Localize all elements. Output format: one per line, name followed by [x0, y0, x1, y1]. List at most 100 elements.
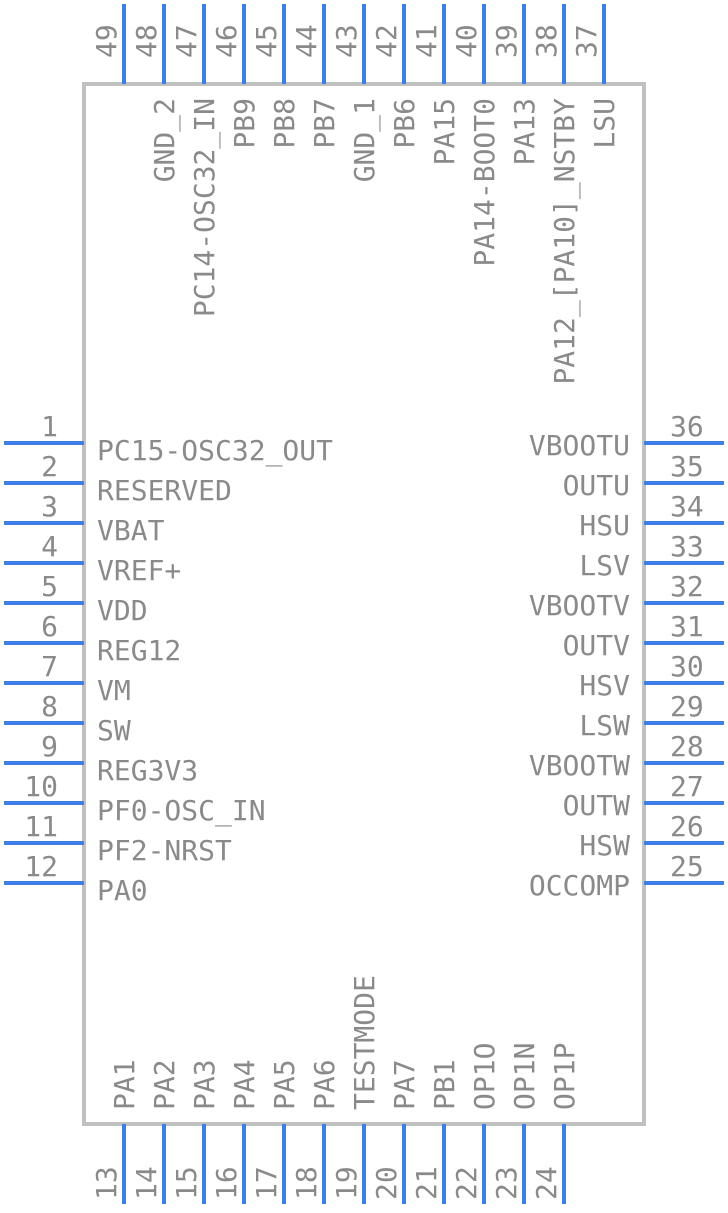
pin-name-25: OCCOMP: [529, 869, 630, 902]
pin-number-28: 28: [670, 730, 704, 763]
pin-name-17: PA5: [268, 1059, 301, 1110]
pin-name-48: GND_2: [148, 98, 182, 182]
pin-number-44: 44: [290, 24, 323, 58]
pin-name-33: LSV: [579, 549, 630, 582]
pin-name-40: PA14-BOOT0: [468, 98, 501, 267]
pin-number-40: 40: [450, 24, 483, 58]
pin-name-8: SW: [97, 714, 131, 747]
pin-number-10: 10: [24, 770, 58, 803]
pin-number-37: 37: [570, 24, 603, 58]
pin-name-29: LSW: [579, 709, 630, 742]
pin-number-31: 31: [670, 610, 704, 643]
pin-number-3: 3: [41, 490, 58, 523]
pin-number-42: 42: [370, 24, 403, 58]
pin-number-8: 8: [41, 690, 58, 723]
pin-name-35: OUTU: [563, 469, 630, 502]
pin-number-4: 4: [41, 530, 58, 563]
pin-name-2: RESERVED: [97, 474, 232, 507]
pin-number-39: 39: [490, 24, 523, 58]
pin-name-9: REG3V3: [97, 754, 198, 787]
pin-name-43: GND_1: [348, 98, 382, 182]
pin-number-41: 41: [410, 24, 443, 58]
pin-number-15: 15: [170, 1166, 203, 1200]
pin-number-1: 1: [41, 410, 58, 443]
pin-number-35: 35: [670, 450, 704, 483]
pin-number-13: 13: [90, 1166, 123, 1200]
pin-number-49: 49: [90, 24, 123, 58]
pin-number-16: 16: [210, 1166, 243, 1200]
pin-name-42: PB6: [388, 98, 421, 149]
pin-number-33: 33: [670, 530, 704, 563]
pin-name-36: VBOOTU: [529, 429, 630, 462]
pin-name-41: PA15: [428, 98, 461, 165]
pin-name-4: VREF+: [97, 554, 181, 587]
pin-name-24: OP1P: [548, 1043, 581, 1110]
pin-name-38: PA12_[PA10]_NSTBY: [548, 98, 582, 385]
pin-name-39: PA13: [508, 98, 541, 165]
pin-name-5: VDD: [97, 594, 148, 627]
pin-number-48: 48: [130, 24, 163, 58]
pin-number-17: 17: [250, 1166, 283, 1200]
pin-number-27: 27: [670, 770, 704, 803]
pin-number-34: 34: [670, 490, 704, 523]
pin-name-26: HSW: [579, 829, 630, 862]
pin-number-14: 14: [130, 1166, 163, 1200]
pin-name-3: VBAT: [97, 514, 165, 547]
pin-name-34: HSU: [579, 509, 630, 542]
pin-name-11: PF2-NRST: [97, 834, 232, 867]
pin-number-20: 20: [370, 1166, 403, 1200]
pin-name-14: PA2: [148, 1059, 181, 1110]
pin-number-9: 9: [41, 730, 58, 763]
pin-name-46: PB9: [228, 98, 261, 149]
pin-name-7: VM: [97, 674, 131, 707]
pin-name-30: HSV: [579, 669, 630, 702]
pin-number-25: 25: [670, 850, 704, 883]
pin-number-7: 7: [41, 650, 58, 683]
pin-name-21: PB1: [428, 1059, 461, 1110]
pin-number-19: 19: [330, 1166, 363, 1200]
pin-number-32: 32: [670, 570, 704, 603]
pin-name-23: OP1N: [508, 1043, 541, 1110]
pin-name-12: PA0: [97, 874, 148, 907]
pin-name-44: PB7: [308, 98, 341, 149]
pin-name-32: VBOOTV: [529, 589, 630, 622]
pin-name-18: PA6: [308, 1059, 341, 1110]
pin-name-27: OUTW: [563, 789, 631, 822]
pin-number-2: 2: [41, 450, 58, 483]
pin-name-31: OUTV: [563, 629, 631, 662]
pin-name-1: PC15-OSC32_OUT: [97, 434, 333, 468]
pin-name-37: LSU: [588, 98, 621, 149]
pin-name-10: PF0-OSC_IN: [97, 794, 266, 828]
pin-number-22: 22: [450, 1166, 483, 1200]
pin-number-46: 46: [210, 24, 243, 58]
pin-number-38: 38: [530, 24, 563, 58]
pin-number-26: 26: [670, 810, 704, 843]
pin-name-19: TESTMODE: [348, 975, 381, 1110]
pin-number-45: 45: [250, 24, 283, 58]
pin-number-30: 30: [670, 650, 704, 683]
pin-name-28: VBOOTW: [529, 749, 630, 782]
pin-number-23: 23: [490, 1166, 523, 1200]
pin-number-24: 24: [530, 1166, 563, 1200]
pin-name-45: PB8: [268, 98, 301, 149]
pin-number-36: 36: [670, 410, 704, 443]
pin-number-43: 43: [330, 24, 363, 58]
pin-number-12: 12: [24, 850, 58, 883]
pin-name-47: PC14-OSC32_IN: [188, 98, 222, 317]
pin-number-6: 6: [41, 610, 58, 643]
pin-name-15: PA3: [188, 1059, 221, 1110]
pin-number-18: 18: [290, 1166, 323, 1200]
pin-name-13: PA1: [108, 1059, 141, 1110]
pin-number-5: 5: [41, 570, 58, 603]
pin-name-22: OP1O: [468, 1043, 501, 1110]
pin-number-47: 47: [170, 24, 203, 58]
pin-number-29: 29: [670, 690, 704, 723]
pin-name-6: REG12: [97, 634, 181, 667]
pin-number-21: 21: [410, 1166, 443, 1200]
pin-name-20: PA7: [388, 1059, 421, 1110]
pin-name-16: PA4: [228, 1059, 261, 1110]
pin-number-11: 11: [24, 810, 58, 843]
